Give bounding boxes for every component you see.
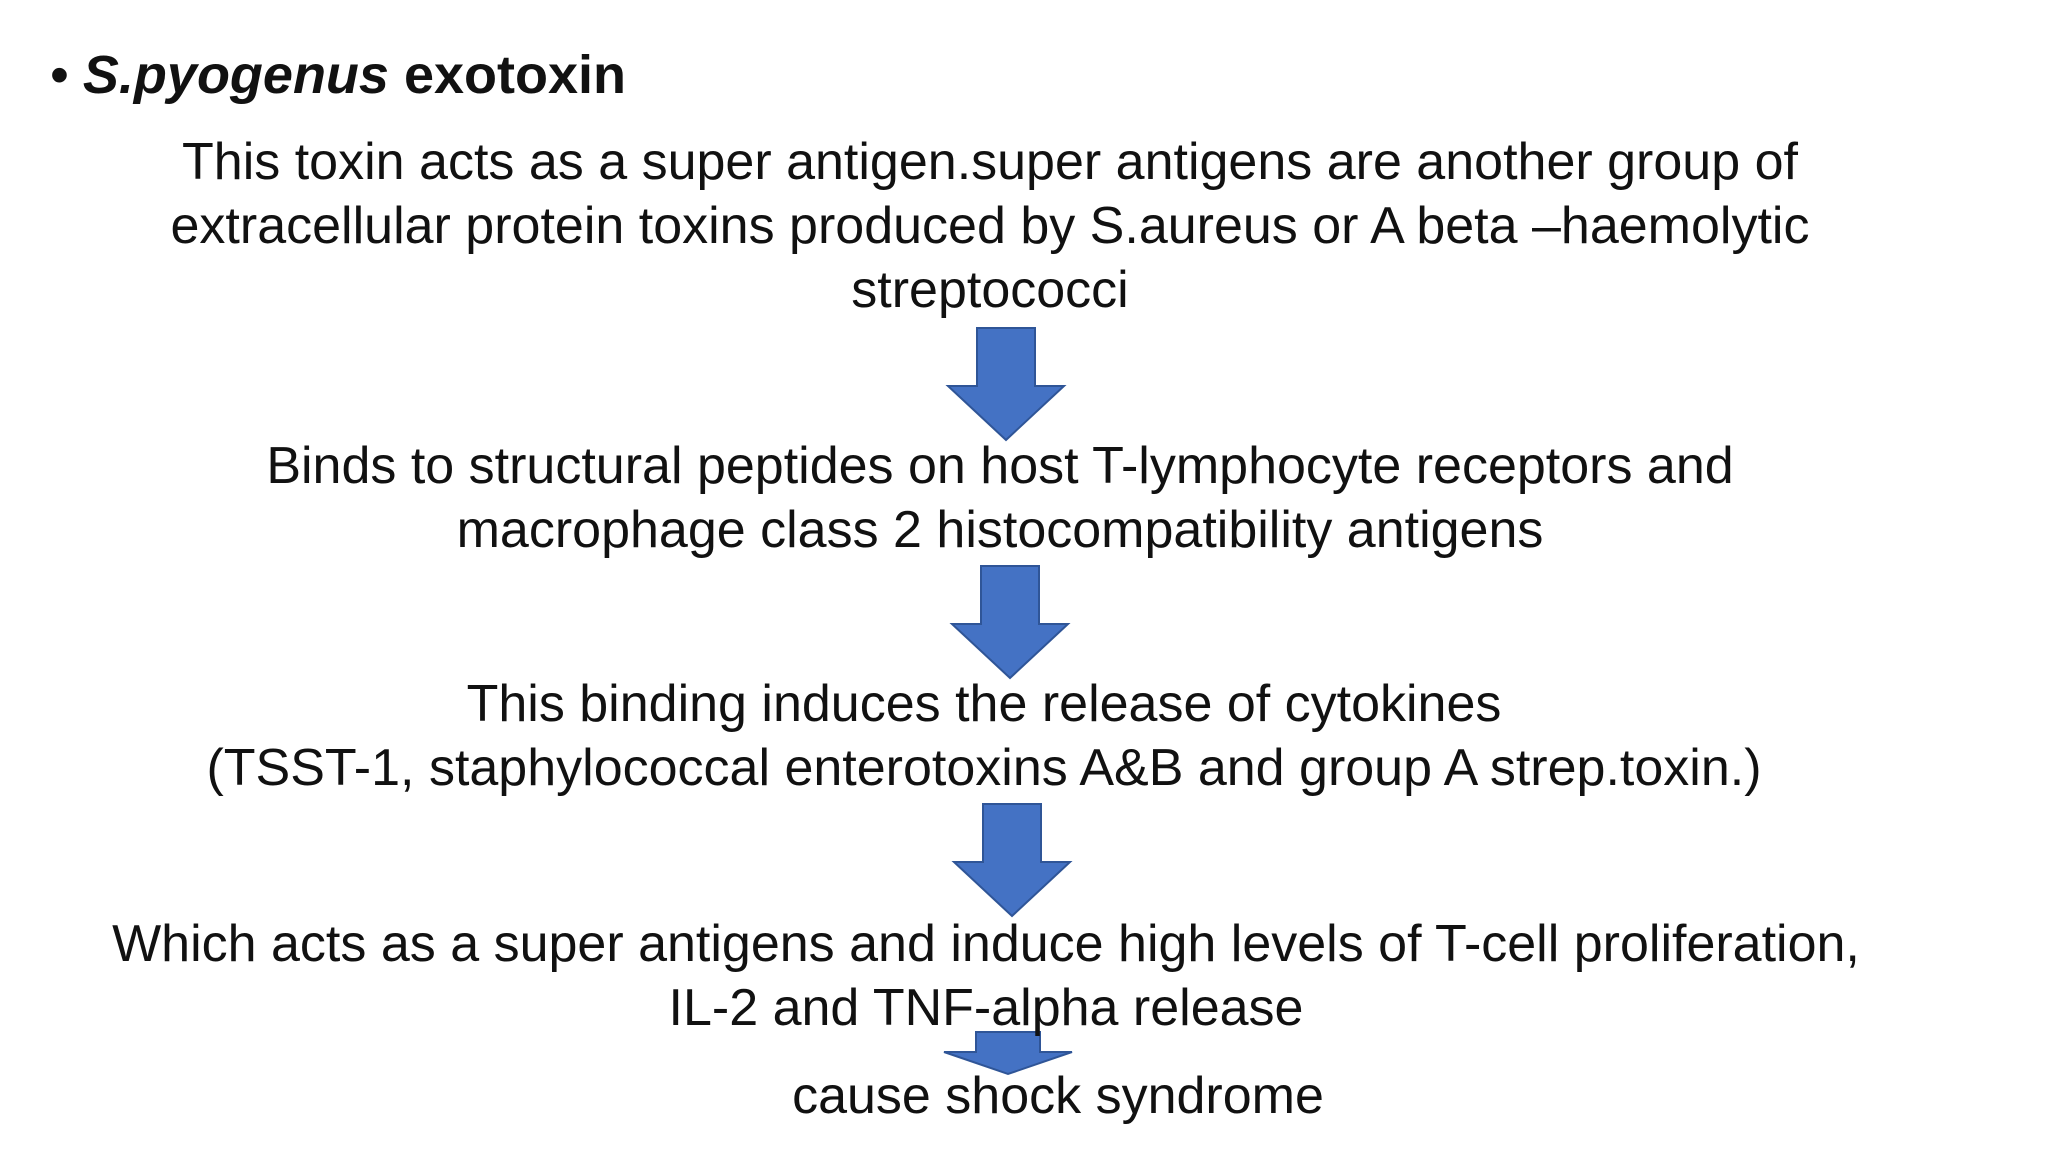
flow-step-1: This toxin acts as a super antigen.super…	[0, 130, 1980, 322]
down-arrow-2	[949, 565, 1071, 680]
flow-step-2: Binds to structural peptides on host T-l…	[0, 434, 2000, 562]
flow-step-1-line-2: extracellular protein toxins produced by…	[170, 197, 1810, 255]
flow-step-1-line-3: streptococci	[851, 261, 1129, 319]
flow-step-1-line-1: This toxin acts as a super antigen.super…	[182, 133, 1798, 191]
flow-step-2-line-2: macrophage class 2 histocompatibility an…	[456, 501, 1544, 559]
down-arrow-1	[945, 327, 1067, 442]
flow-step-4-line-2: IL-2 and TNF-alpha release	[668, 979, 1304, 1037]
down-arrow-4	[943, 1031, 1073, 1076]
flow-step-4-line-1: Which acts as a super antigens and induc…	[112, 915, 1860, 973]
heading-species: S.pyogenus	[82, 45, 389, 105]
flow-step-4: Which acts as a super antigens and induc…	[0, 912, 1972, 1040]
flow-step-5: cause shock syndrome	[0, 1064, 2048, 1128]
bullet-marker: •	[50, 45, 69, 105]
down-arrow-3	[951, 803, 1073, 918]
slide-heading: •S.pyogenus exotoxin	[50, 44, 626, 106]
heading-rest: exotoxin	[403, 45, 627, 105]
flow-step-3-line-2: (TSST-1, staphylococcal enterotoxins A&B…	[206, 739, 1762, 797]
flow-step-5-line-1: cause shock syndrome	[792, 1067, 1324, 1125]
flow-step-2-line-1: Binds to structural peptides on host T-l…	[266, 437, 1734, 495]
flow-step-3-line-1: This binding induces the release of cyto…	[466, 675, 1502, 733]
flow-step-3: This binding induces the release of cyto…	[0, 672, 1968, 800]
